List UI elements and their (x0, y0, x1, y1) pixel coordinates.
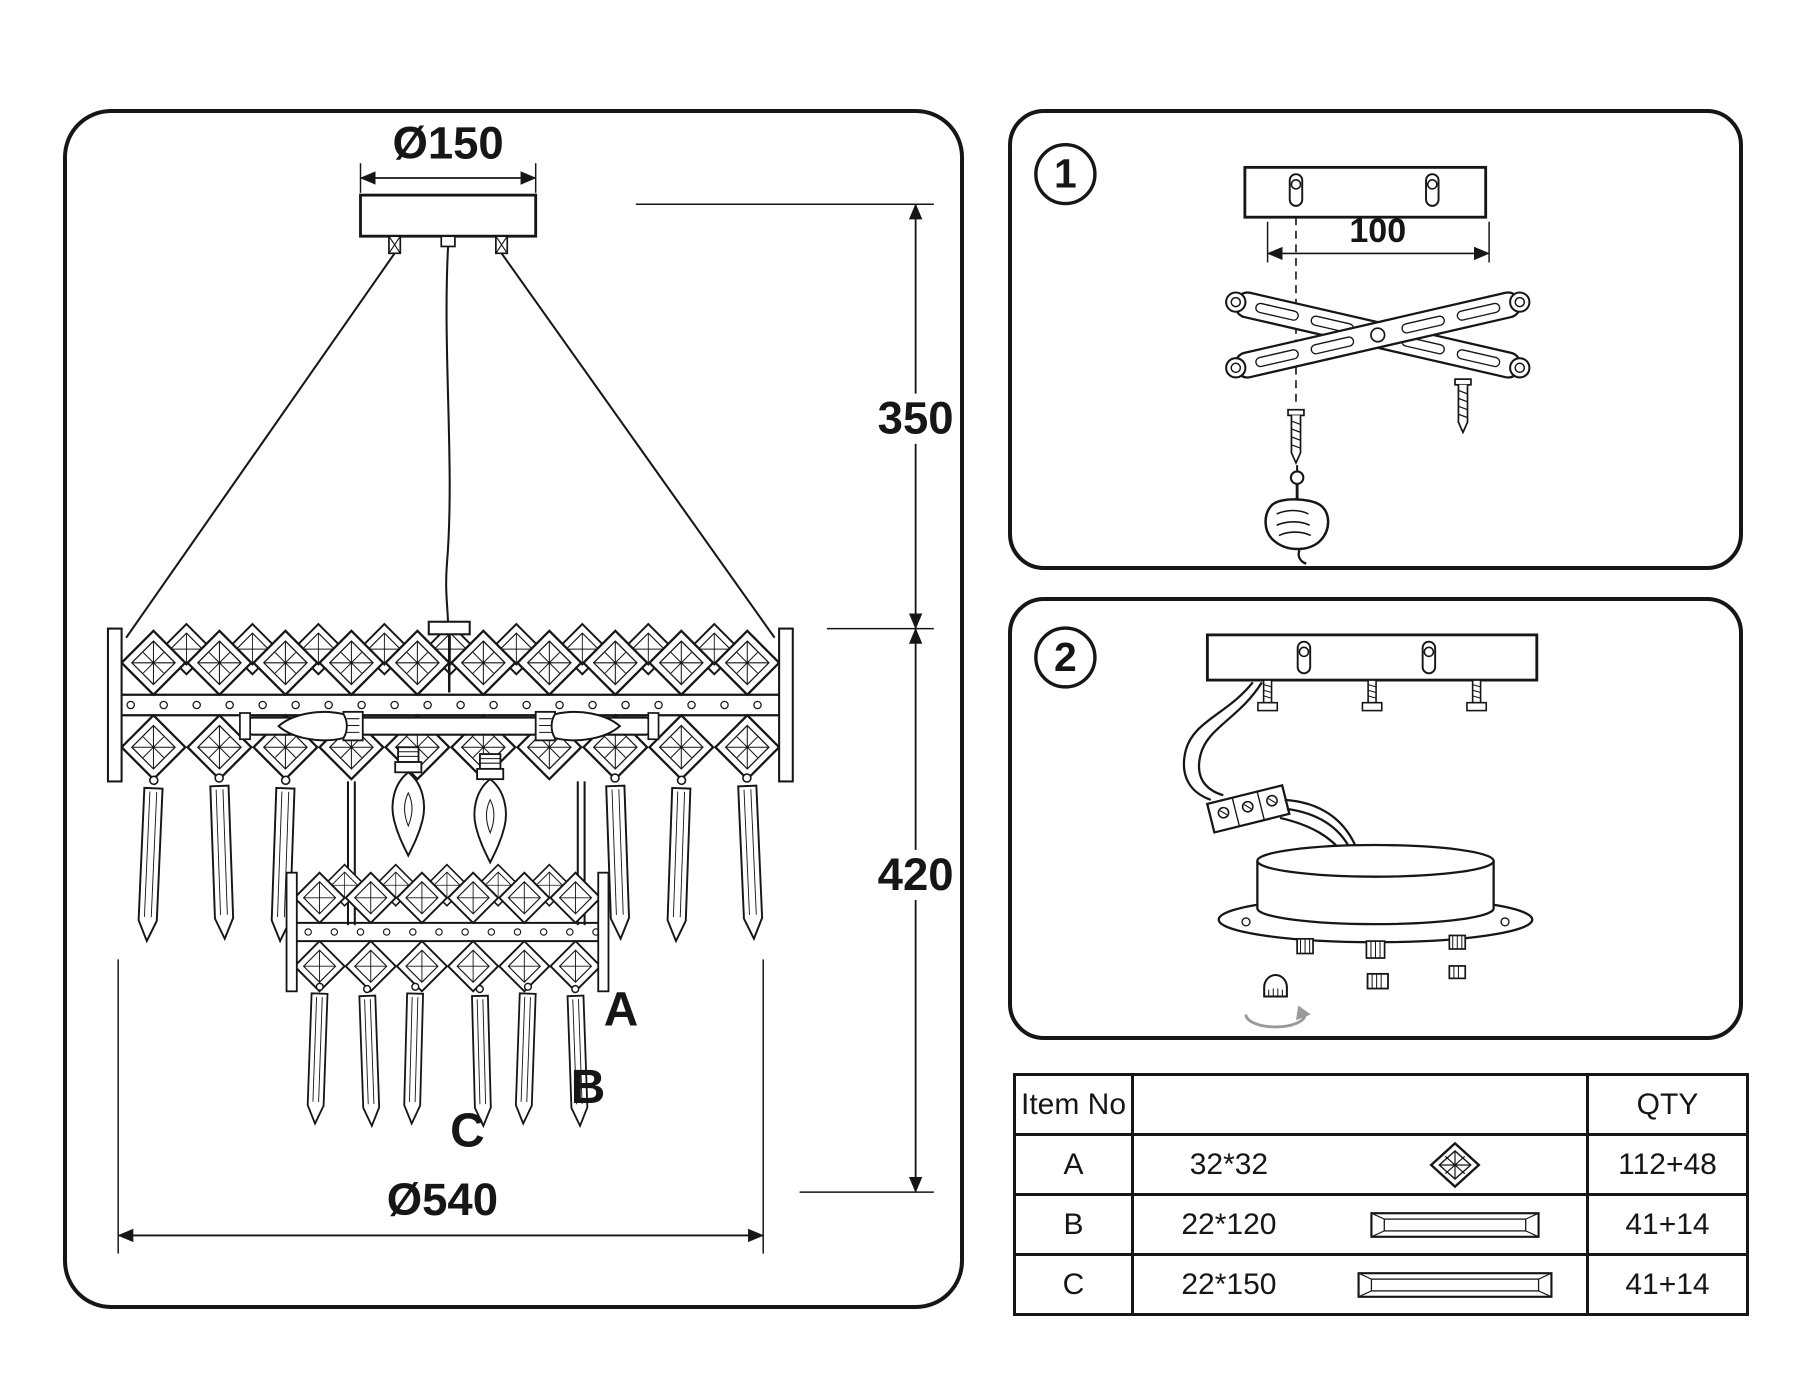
item-no: A (1013, 1133, 1134, 1196)
col-header-item: Item No (1013, 1073, 1134, 1136)
step1-panel: 1 100 (1008, 109, 1743, 570)
table-row-b: B 22*120 41+14 (1013, 1193, 1749, 1256)
rotate-arrow-icon (1295, 1005, 1311, 1021)
suspension-wires (125, 246, 776, 639)
tier-crystal-prisms (306, 982, 589, 1128)
terminal-block (1205, 783, 1291, 834)
supply-wires (1182, 681, 1263, 801)
table-row-a: A 32*32 112+48 (1013, 1133, 1749, 1196)
svg-text:Ø150: Ø150 (392, 118, 503, 169)
table-row-c: C 22*150 41+14 (1013, 1253, 1749, 1316)
item-qty: 41+14 (1586, 1253, 1749, 1316)
item-qty: 112+48 (1586, 1133, 1749, 1196)
ceiling-cup (1217, 843, 1534, 959)
main-crystal-prisms (136, 772, 764, 943)
diamond-crystal-icon (1324, 1141, 1586, 1189)
svg-text:100: 100 (1349, 212, 1406, 250)
item-size: 22*150 (1181, 1267, 1277, 1301)
center-hub-and-lamp-arms (239, 620, 660, 742)
svg-text:350: 350 (878, 392, 954, 443)
second-crystal-ring (285, 863, 610, 993)
dimension-body-diameter: Ø540 (117, 959, 764, 1254)
label-part-c: C (450, 1104, 485, 1157)
mounting-plate (1243, 165, 1488, 219)
dimension-height-420: 420 (799, 627, 954, 1193)
svg-text:Ø540: Ø540 (387, 1174, 498, 1225)
dimension-drop-350: 350 (635, 203, 954, 630)
step2-badge: 2 (1034, 626, 1097, 689)
step2-panel: 2 (1008, 597, 1743, 1040)
mounting-plate (1205, 633, 1539, 712)
chandelier-drawing: Ø150 350 (106, 118, 954, 1254)
wall-screws (1287, 378, 1472, 464)
main-dimension-panel: Ø150 350 (63, 109, 964, 1309)
ceiling-canopy (359, 193, 538, 255)
cross-mounting-bracket (1225, 291, 1531, 379)
label-part-b: B (571, 1061, 606, 1114)
main-crystal-ring (106, 623, 794, 783)
item-size: 32*32 (1189, 1147, 1269, 1181)
cap-nut-and-rotation (1244, 965, 1467, 1029)
item-no: C (1013, 1253, 1134, 1316)
bar-crystal-icon (1324, 1210, 1586, 1240)
dimension-bracket-spacing: 100 (1266, 212, 1490, 263)
dimension-canopy-diameter: Ø150 (359, 118, 537, 193)
bar-crystal-long-icon (1324, 1270, 1586, 1300)
svg-text:2: 2 (1054, 634, 1077, 680)
label-part-a: A (604, 983, 639, 1036)
item-size: 22*120 (1181, 1207, 1277, 1241)
hand-holding-wire-icon (1264, 465, 1330, 565)
parts-table: Item No QTY A 32*32 (1013, 1073, 1749, 1316)
svg-text:420: 420 (878, 849, 954, 900)
step1-drawing: 1 100 (1034, 143, 1531, 565)
step1-badge: 1 (1034, 143, 1097, 206)
svg-text:1: 1 (1054, 151, 1077, 197)
table-header-row: Item No QTY (1013, 1073, 1749, 1136)
step2-drawing: 2 (1034, 626, 1539, 1029)
item-no: B (1013, 1193, 1134, 1256)
col-header-spec (1131, 1073, 1589, 1136)
col-header-qty: QTY (1586, 1073, 1749, 1136)
candle-bulbs (391, 746, 507, 864)
item-qty: 41+14 (1586, 1193, 1749, 1256)
